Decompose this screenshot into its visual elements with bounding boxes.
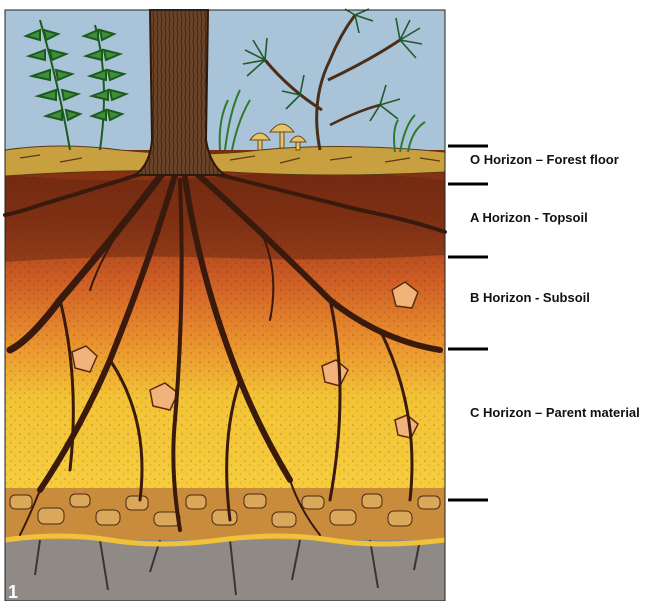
b-horizon-label: B Horizon - Subsoil xyxy=(470,290,590,305)
sky-background xyxy=(5,10,445,160)
c-horizon-label: C Horizon – Parent material xyxy=(470,405,640,420)
horizon-boundary-markers xyxy=(448,146,488,500)
o-horizon-label: O Horizon – Forest floor xyxy=(470,152,619,167)
topsoil-root-mat xyxy=(5,173,445,262)
a-horizon-label: A Horizon - Topsoil xyxy=(470,210,588,225)
figure-number: 1 xyxy=(8,582,18,603)
bedrock xyxy=(5,540,445,601)
